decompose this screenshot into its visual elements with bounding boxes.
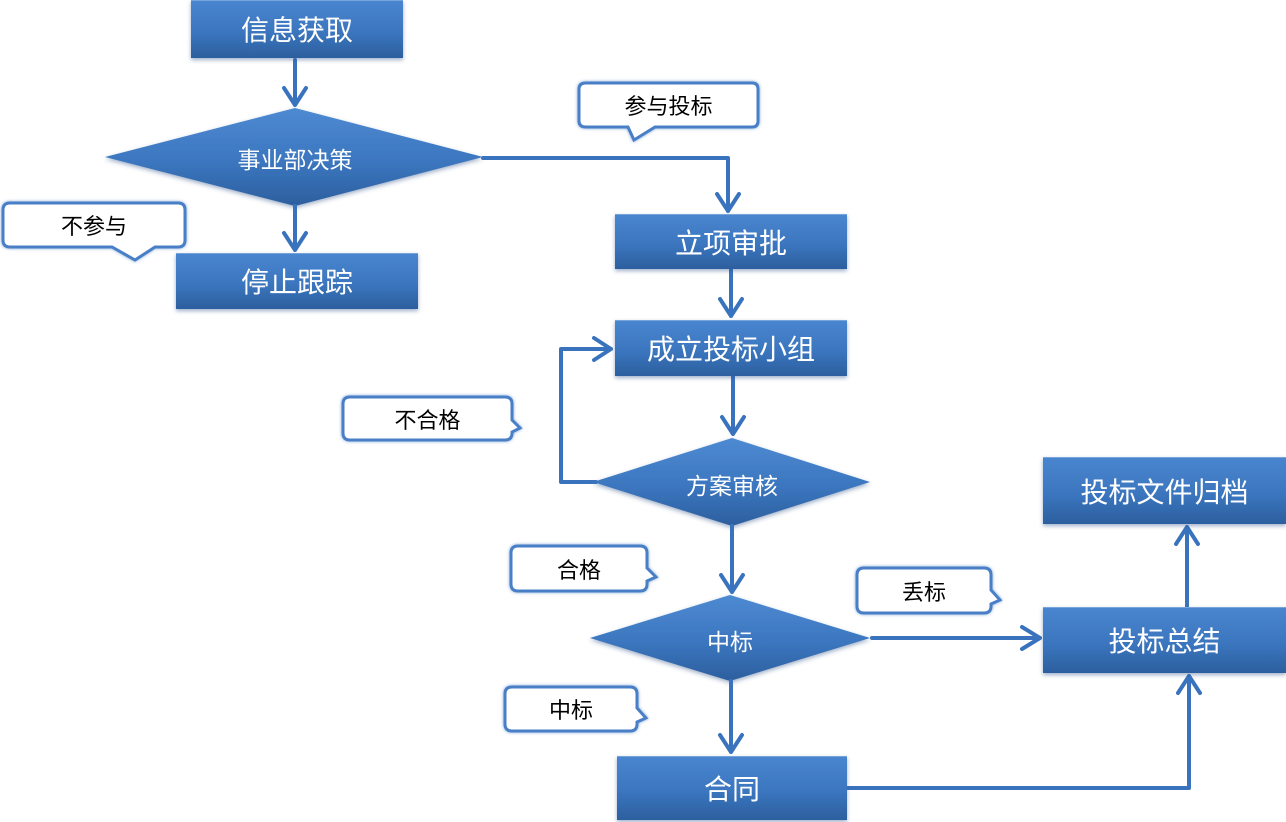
callout-fail xyxy=(341,395,523,442)
review-diamond xyxy=(593,438,870,526)
node-contract-label: 合同 xyxy=(703,773,760,806)
node-contract: 合同 xyxy=(617,756,847,820)
node-team-label: 成立投标小组 xyxy=(646,333,815,366)
callout-won-text: 中标 xyxy=(548,699,593,724)
arrow-win-summary xyxy=(870,625,1042,651)
node-info-label: 信息获取 xyxy=(240,14,353,47)
node-summary: 投标总结 xyxy=(1043,607,1286,673)
decision-diamond xyxy=(105,108,483,206)
arrow-approval-team xyxy=(718,268,744,318)
node-stop: 停止跟踪 xyxy=(176,253,418,309)
callout-not-participate-text: 不参与 xyxy=(60,215,127,240)
callout-pass-text: 合格 xyxy=(556,558,601,584)
arrow-contract-summary xyxy=(846,674,1202,790)
callout-not-participate xyxy=(1,201,187,262)
callout-lose xyxy=(855,566,1003,615)
arrow-info-decision xyxy=(282,58,308,107)
callout-fail-text: 不合格 xyxy=(394,408,461,434)
node-approval: 立项审批 xyxy=(615,214,847,269)
arrow-review-team-loop xyxy=(559,336,613,484)
node-archive: 投标文件归档 xyxy=(1043,457,1286,524)
win-diamond xyxy=(590,595,870,681)
callout-won xyxy=(503,685,649,733)
arrow-summary-archive xyxy=(1174,525,1200,609)
arrow-win-contract xyxy=(718,679,744,754)
node-summary-label: 投标总结 xyxy=(1108,625,1221,658)
node-archive-label: 投标文件归档 xyxy=(1080,475,1249,509)
callout-pass xyxy=(509,544,659,593)
decision-label: 事业部决策 xyxy=(237,148,353,174)
node-stop-label: 停止跟踪 xyxy=(240,266,353,299)
callout-lose-text: 丢标 xyxy=(901,580,946,606)
node-info: 信息获取 xyxy=(191,0,403,58)
callout-participate-text: 参与投标 xyxy=(624,95,713,120)
arrow-decision-approval xyxy=(481,156,741,213)
win-label: 中标 xyxy=(707,630,753,656)
arrow-team-review xyxy=(720,374,746,436)
node-approval-label: 立项审批 xyxy=(674,226,787,260)
arrow-review-win xyxy=(719,524,745,594)
callout-participate xyxy=(577,81,760,143)
node-team: 成立投标小组 xyxy=(615,320,847,376)
review-label: 方案审核 xyxy=(686,474,778,500)
arrow-decision-stop xyxy=(282,204,308,252)
